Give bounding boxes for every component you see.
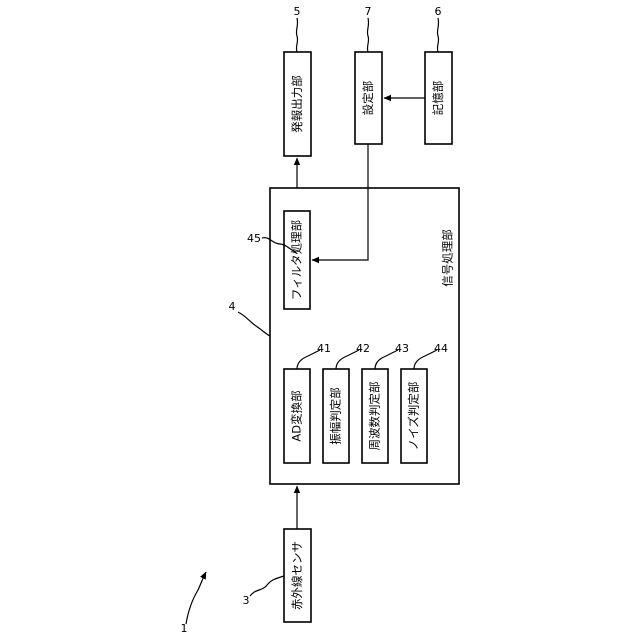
leader-4: [238, 312, 270, 336]
signal-processing-unit-label: 信号処理部: [441, 229, 455, 287]
ref-num-3: 3: [243, 594, 250, 607]
ref-num-4: 4: [229, 300, 236, 313]
ref-num-44: 44: [434, 342, 448, 355]
filter-processing-label: フィルタ処理部: [290, 220, 304, 300]
noise-judgment-label: ノイズ判定部: [407, 382, 421, 451]
ref-num-5: 5: [294, 5, 301, 18]
ref-num-45: 45: [247, 232, 261, 245]
ref-num-42: 42: [356, 342, 370, 355]
ref-num-41: 41: [317, 342, 331, 355]
ref-num-1: 1: [181, 622, 188, 635]
storage-label: 記憶部: [431, 81, 445, 116]
amplitude-judgment-label: 振幅判定部: [329, 387, 343, 445]
leader-3: [250, 576, 284, 596]
ref-num-6: 6: [435, 5, 442, 18]
ref-num-7: 7: [365, 5, 372, 18]
leader-7: [367, 18, 368, 52]
infrared-sensor-label: 赤外線センサ: [290, 541, 304, 610]
alarm-output-label: 発報出力部: [290, 75, 304, 133]
ad-converter-label: AD変換部: [290, 390, 304, 441]
leader-5: [296, 18, 297, 52]
frequency-judgment-label: 周波数判定部: [368, 382, 382, 451]
setting-label: 設定部: [361, 81, 375, 116]
ref-num-43: 43: [395, 342, 409, 355]
leader-6: [437, 18, 438, 52]
leader-1: [186, 572, 206, 624]
